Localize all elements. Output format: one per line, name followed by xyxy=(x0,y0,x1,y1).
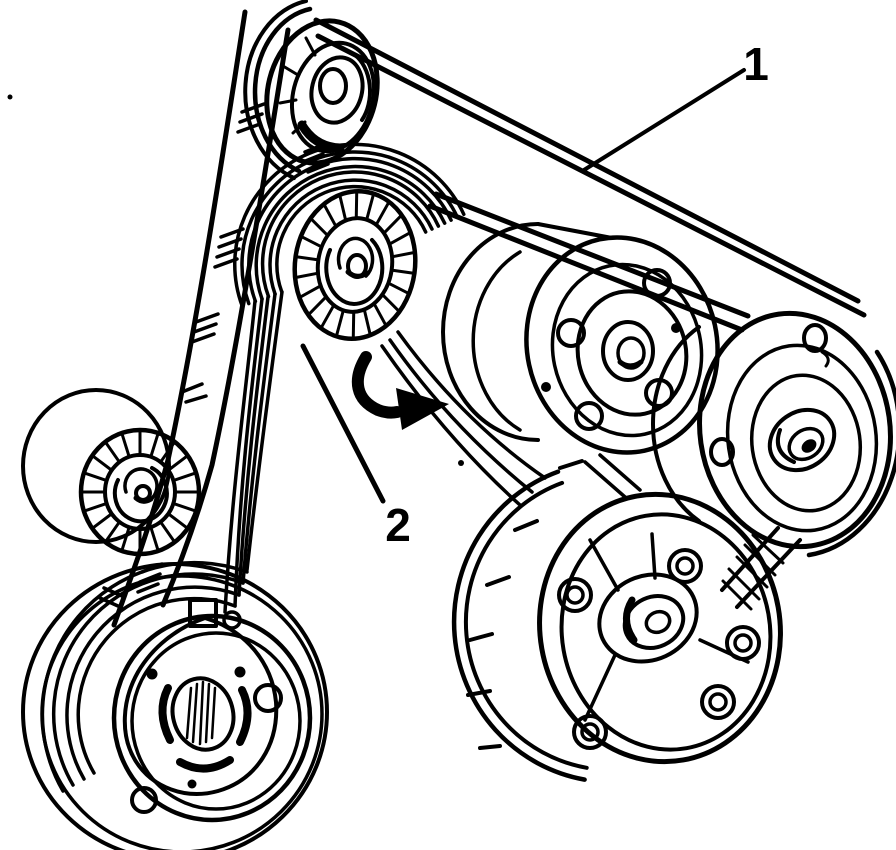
bolt-hole xyxy=(709,437,735,467)
clutch-face-rim xyxy=(111,613,313,823)
splined-hub xyxy=(170,676,236,752)
bolt-bosses xyxy=(557,548,761,750)
hub xyxy=(597,572,699,664)
crankshaft-pulley xyxy=(451,459,783,782)
tensioner-pulley xyxy=(292,188,418,342)
belt-run-tensioner-to-crank xyxy=(380,330,547,507)
pulley-spokes xyxy=(293,189,417,341)
belt-rib-ticks xyxy=(466,459,584,750)
hub xyxy=(601,320,655,382)
pulley-right xyxy=(651,310,893,550)
idler-pulley-left xyxy=(21,388,202,557)
belt-wrap xyxy=(252,6,313,174)
pulley-face-rim xyxy=(697,310,893,550)
callout-1-label: 1 xyxy=(743,38,769,90)
belt-run-tensioner-to-compressor xyxy=(223,290,284,614)
print-dot xyxy=(7,94,13,100)
bolt-hole xyxy=(802,323,828,353)
belt-run-right-to-crank xyxy=(720,526,802,611)
clutch-plate xyxy=(122,616,279,796)
bolt-hole xyxy=(253,683,283,713)
belt-run-pump-to-crank xyxy=(583,453,642,499)
belt-wrap-tensioner xyxy=(233,142,466,308)
belt-run-right-edge xyxy=(806,349,896,558)
pulley-face-rim xyxy=(537,491,783,765)
hub xyxy=(767,407,837,473)
callout-2-leader xyxy=(300,343,386,504)
belt-run-tensioner-to-right xyxy=(427,191,751,333)
belt-run-1 xyxy=(313,17,867,318)
idler-pulley-top xyxy=(243,0,380,180)
callout-1-leader xyxy=(582,68,746,172)
pulley-face-rim xyxy=(524,235,720,455)
callout-2-label: 2 xyxy=(385,499,411,551)
belt-wrap xyxy=(40,560,249,793)
print-dot xyxy=(458,460,464,466)
ac-compressor-pulley xyxy=(21,560,329,850)
bolt-hole xyxy=(556,318,586,348)
mount-plate xyxy=(21,388,171,544)
belt-wrap-outer xyxy=(451,469,587,782)
pulley-spokes xyxy=(79,428,201,556)
bolt-hole xyxy=(574,401,604,431)
bolt-hole xyxy=(130,786,158,814)
rotation-arrow-icon xyxy=(352,351,449,430)
